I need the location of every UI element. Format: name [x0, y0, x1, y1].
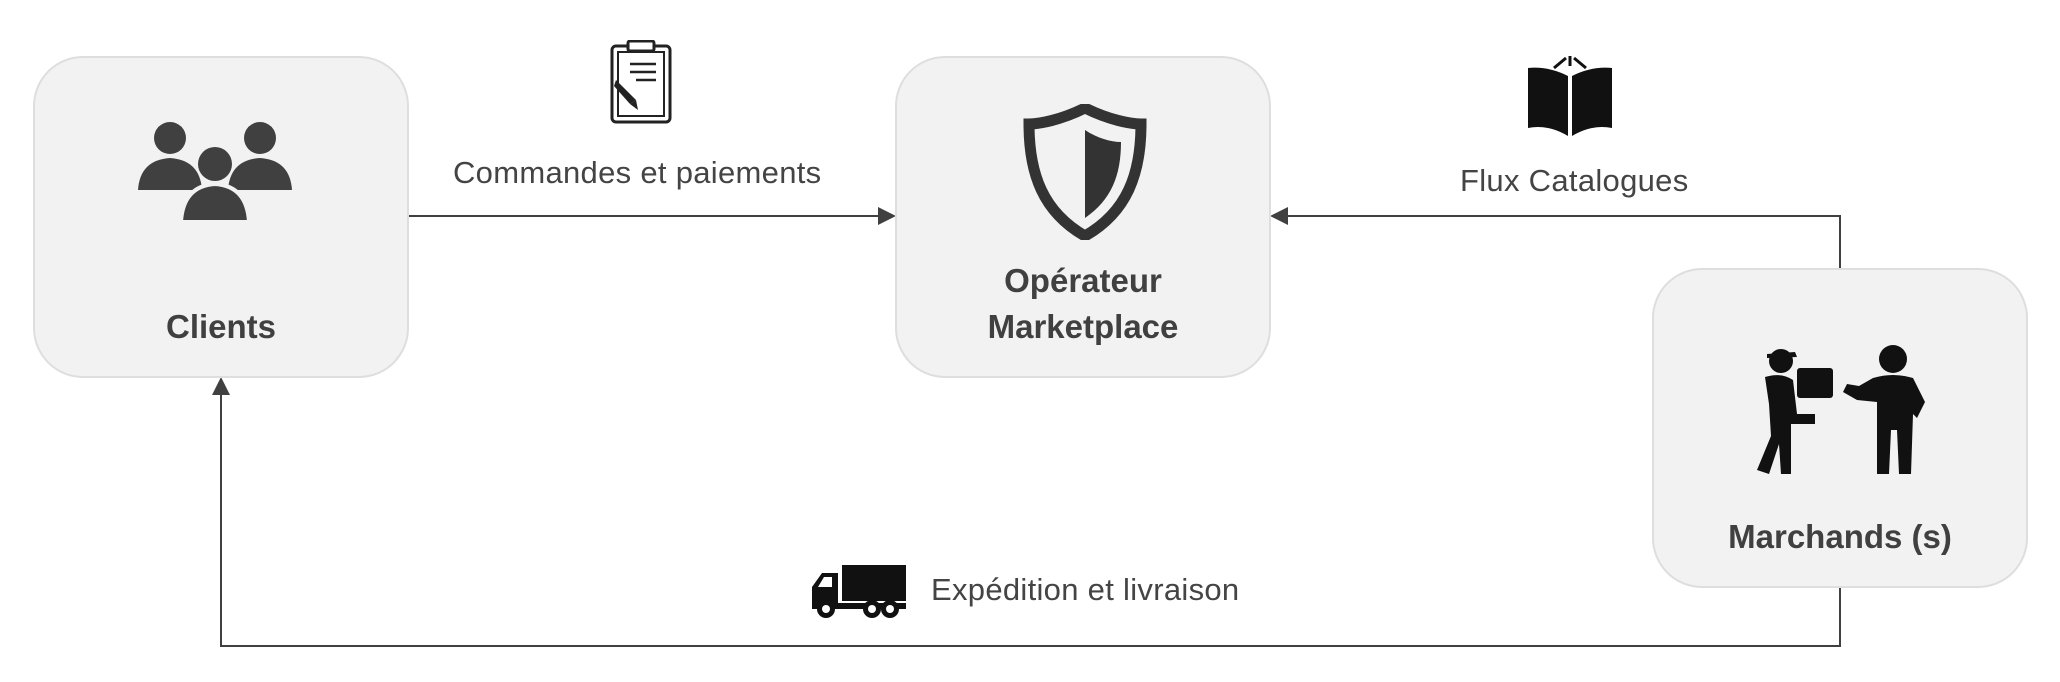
truck-icon — [812, 565, 906, 618]
operator-label-line1: Opérateur — [1004, 262, 1162, 299]
merchants-node: Marchands (s) — [1652, 268, 2028, 588]
people-group-icon — [138, 122, 292, 224]
operator-node: Opérateur Marketplace — [895, 56, 1271, 378]
shipping-arrowhead — [212, 377, 230, 395]
delivery-handover-icon — [1757, 345, 1925, 474]
catalog-label: Flux Catalogues — [1460, 163, 1689, 198]
shield-icon — [1023, 104, 1147, 240]
open-book-icon — [1528, 56, 1612, 136]
clients-node: Clients — [33, 56, 409, 378]
shipping-label: Expédition et livraison — [931, 572, 1240, 607]
orders-arrowhead — [878, 207, 896, 225]
shipping-connector — [220, 394, 1841, 647]
clients-label: Clients — [165, 308, 277, 345]
clipboard-icon — [610, 40, 672, 124]
orders-label: Commandes et paiements — [453, 155, 822, 190]
operator-label-line2: Marketplace — [987, 308, 1179, 345]
catalog-arrowhead — [1270, 207, 1288, 225]
catalog-connector — [1288, 215, 1841, 268]
merchants-label: Marchands (s) — [1728, 518, 1952, 555]
